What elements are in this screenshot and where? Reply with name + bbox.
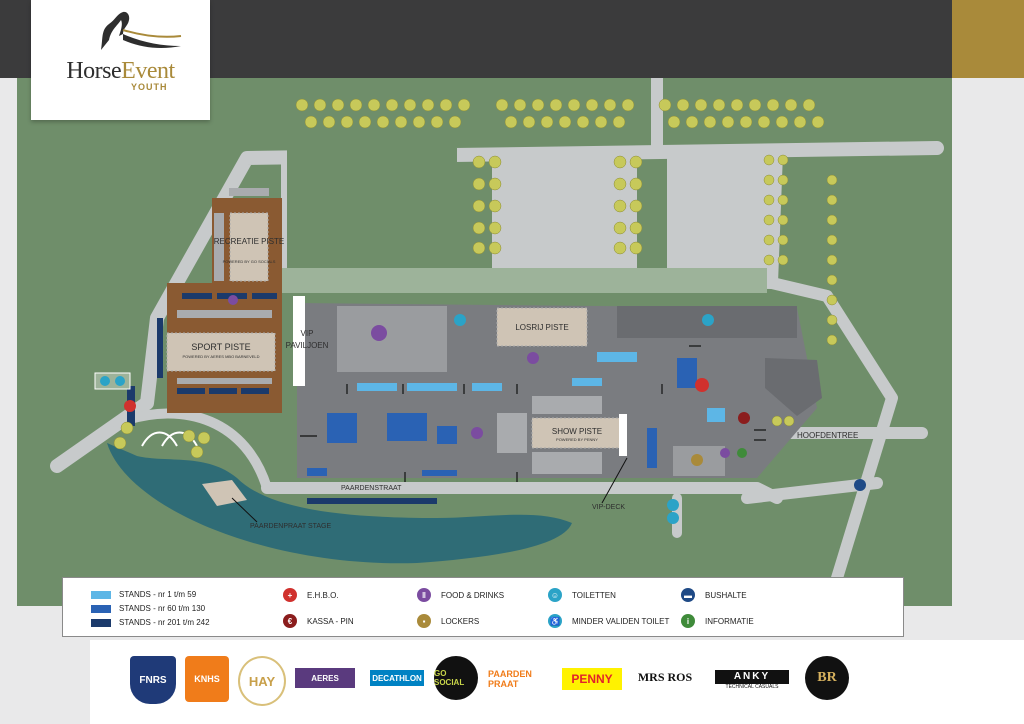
- vip-pavilion-label-2: PAVILJOEN: [286, 341, 329, 350]
- vip-deck-pointer: [601, 457, 628, 504]
- recreatie-piste: [229, 212, 269, 282]
- legend-stands-3: STANDS - nr 201 t/m 242: [91, 618, 210, 627]
- sponsor-br: BR: [805, 656, 849, 700]
- legend-stands-1: STANDS - nr 1 t/m 59: [91, 590, 196, 599]
- first-aid-icon: +: [283, 588, 297, 602]
- wheelchair-icon: ♿: [548, 614, 562, 628]
- vip-pavilion-label-1: VIP: [301, 329, 314, 338]
- show-tribune-north: [532, 396, 602, 414]
- map-labels: RECREATIE PISTE POWERED BY GO SOCIALS SP…: [182, 237, 858, 530]
- stand-dark-swatch: [91, 618, 111, 627]
- sport-sub-label: POWERED BY AERES MBO BARNEVELD: [182, 354, 259, 359]
- direction-arrows: [300, 345, 766, 482]
- sponsor-fnrs: FNRS: [130, 656, 176, 704]
- sponsor-aeres: AERES: [295, 668, 355, 688]
- sponsor-hay: HAY: [238, 656, 286, 706]
- show-piste-label: SHOW PISTE: [552, 427, 602, 436]
- stand-mid-swatch: [91, 604, 111, 613]
- map-icons: [94, 295, 866, 524]
- stage-label: PAARDENPRAAT STAGE: [250, 523, 331, 530]
- recreatie-piste-label: RECREATIE PISTE: [214, 237, 285, 246]
- legend-stands-2: STANDS - nr 60 t/m 130: [91, 604, 205, 613]
- sponsor-knhs: KNHS: [185, 656, 229, 702]
- legend-toiletten: ☺TOILETTEN: [548, 588, 616, 602]
- losrij-piste: [496, 307, 588, 347]
- losrij-piste-label: LOSRIJ PISTE: [515, 323, 568, 332]
- recreatie-sub-label: POWERED BY GO SOCIALS: [223, 259, 276, 264]
- header-accent-bar: [952, 0, 1024, 78]
- info-icon: i: [681, 614, 695, 628]
- stand-light-swatch: [91, 590, 111, 599]
- logo-wordmark: HorseEvent: [66, 58, 175, 84]
- show-tribune-south: [532, 452, 602, 474]
- trees: [113, 98, 838, 459]
- sponsor-decathlon: DECATHLON: [370, 670, 424, 686]
- sponsor-anky: ANKY TECHNICAL CASUALS: [715, 670, 789, 692]
- sponsor-mrsros: MRS ROS: [637, 669, 693, 684]
- entry-lane: [282, 268, 767, 293]
- event-site-map: RECREATIE PISTE POWERED BY GO SOCIALS SP…: [17, 78, 952, 606]
- hall-corner-section: [765, 358, 822, 416]
- parking-field-a: [287, 148, 457, 268]
- sport-piste-label: SPORT PISTE: [191, 342, 250, 352]
- euro-icon: €: [283, 614, 297, 628]
- show-sub-label: POWERED BY PENNY: [556, 437, 598, 442]
- legend-mv-toilet: ♿MINDER VALIDEN TOILET: [548, 614, 669, 628]
- vip-deck-label: VIP-DECK: [592, 504, 625, 511]
- stage-platform: [202, 480, 247, 506]
- parking-area-center: [492, 148, 637, 273]
- stand-markers: [127, 318, 725, 504]
- sponsor-gosocial: GO SOCIAL: [434, 656, 478, 700]
- pond: [107, 443, 572, 564]
- vip-pavilion-structure: [293, 296, 305, 386]
- logo-subtitle: YOUTH: [131, 82, 168, 92]
- show-tribune-west: [497, 413, 527, 453]
- cutlery-icon: ǁ: [417, 588, 431, 602]
- hoofdentree-label: HOOFDENTREE: [797, 431, 858, 440]
- legend-kassa: €KASSA - PIN: [283, 614, 354, 628]
- show-piste: [531, 417, 623, 449]
- stage-pointer: [231, 497, 258, 523]
- food-court-building: [337, 306, 447, 372]
- vip-deck-structure: [619, 414, 627, 456]
- legend-bushalte: ▬BUSHALTE: [681, 588, 747, 602]
- tent-structure: [141, 431, 198, 447]
- sport-piste: [166, 332, 276, 372]
- sponsor-penny: PENNY: [562, 668, 622, 690]
- legend-ehbo: +E.H.B.O.: [283, 588, 339, 602]
- toilet-icon: ☺: [548, 588, 562, 602]
- stable-rows: [177, 188, 272, 384]
- map-legend: STANDS - nr 1 t/m 59 STANDS - nr 60 t/m …: [62, 577, 904, 637]
- parking-area-east: [667, 150, 777, 272]
- lock-icon: ▪: [417, 614, 431, 628]
- bus-icon: ▬: [681, 588, 695, 602]
- event-logo: HorseEvent YOUTH: [31, 0, 210, 120]
- sponsor-strip: FNRS KNHS HAY AERES DECATHLON GO SOCIAL …: [90, 640, 1024, 724]
- paardenstraat-label: PAARDENSTRAAT: [341, 485, 402, 492]
- legend-lockers: ▪LOCKERS: [417, 614, 479, 628]
- horse-logo-icon: [101, 11, 182, 51]
- sponsor-paardenpraat: PAARDEN PRAAT: [488, 669, 532, 689]
